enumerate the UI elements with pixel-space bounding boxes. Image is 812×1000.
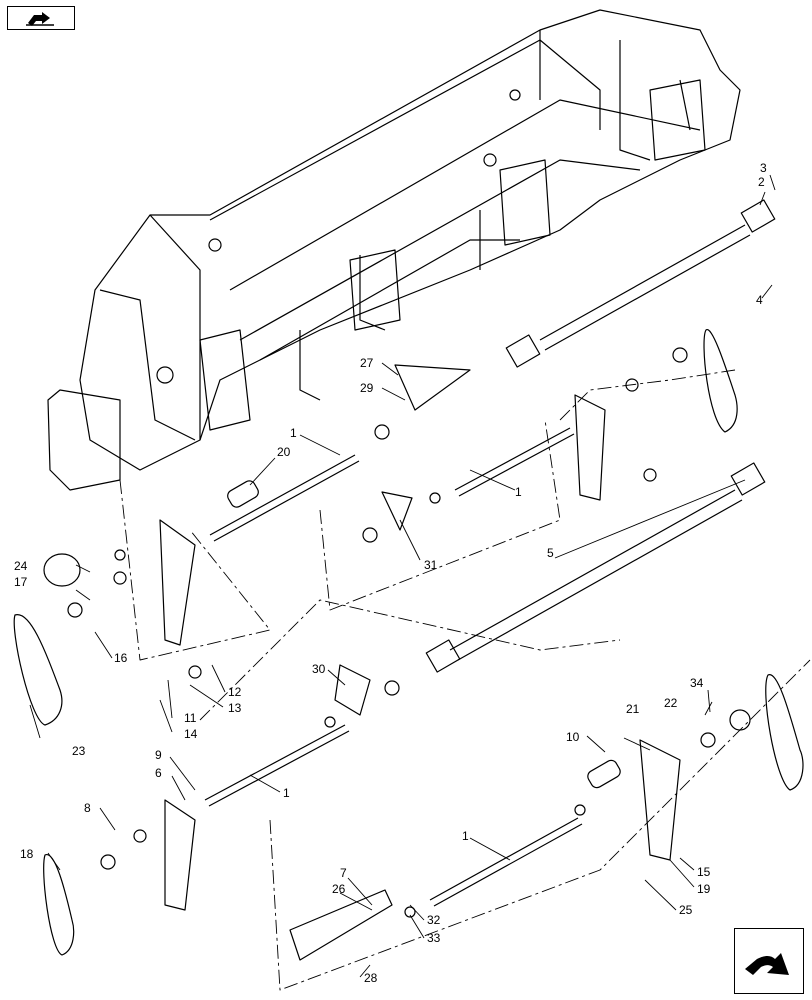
callout-1a: 1	[290, 426, 297, 440]
shafts	[204, 427, 583, 907]
callout-33: 33	[427, 931, 441, 945]
callout-13: 13	[228, 701, 242, 715]
middle-driveshaft	[425, 462, 766, 673]
callout-28: 28	[364, 971, 378, 985]
callout-22: 22	[664, 696, 678, 710]
top-nav-button[interactable]	[7, 6, 75, 30]
callout-2: 2	[758, 175, 765, 189]
belts	[13, 329, 804, 956]
callout-6: 6	[155, 766, 162, 780]
callout-8: 8	[84, 801, 91, 815]
callout-18: 18	[20, 847, 34, 861]
callout-1d: 1	[462, 829, 469, 843]
main-frame	[47, 9, 741, 491]
callout-15: 15	[697, 865, 711, 879]
callout-12: 12	[228, 685, 242, 699]
curved-arrow-icon	[745, 953, 789, 975]
callout-5: 5	[547, 546, 554, 560]
callout-3: 3	[760, 161, 767, 175]
callout-27: 27	[360, 356, 374, 370]
callout-16: 16	[114, 651, 128, 665]
leader-lines	[29, 174, 776, 978]
brackets	[159, 364, 681, 961]
callout-34: 34	[690, 676, 704, 690]
callout-29: 29	[360, 381, 374, 395]
callout-25: 25	[679, 903, 693, 917]
callout-14: 14	[184, 727, 198, 741]
callout-10: 10	[566, 730, 580, 744]
callout-4: 4	[756, 293, 763, 307]
callout-31: 31	[424, 558, 438, 572]
corner-nav-button[interactable]	[734, 928, 804, 994]
callout-17: 17	[14, 575, 28, 589]
upper-driveshaft	[505, 199, 776, 368]
callout-23: 23	[72, 744, 86, 758]
assembly-boundaries	[119, 369, 811, 991]
callout-24: 24	[14, 559, 28, 573]
callout-26: 26	[332, 882, 346, 896]
callout-labels: 1 2 3 4 5 6 7 8 9 10 11 12 13 14 15 16 1…	[14, 161, 767, 985]
callout-21: 21	[626, 702, 640, 716]
callout-9: 9	[155, 748, 162, 762]
callout-7: 7	[340, 866, 347, 880]
callout-11: 11	[184, 711, 197, 725]
cylinders	[43, 480, 621, 789]
callout-32: 32	[427, 913, 441, 927]
callout-1c: 1	[283, 786, 290, 800]
callout-30: 30	[312, 662, 326, 676]
callout-1b: 1	[515, 485, 522, 499]
callout-20: 20	[277, 445, 291, 459]
book-arrow-icon	[26, 12, 54, 26]
callout-19: 19	[697, 882, 711, 896]
